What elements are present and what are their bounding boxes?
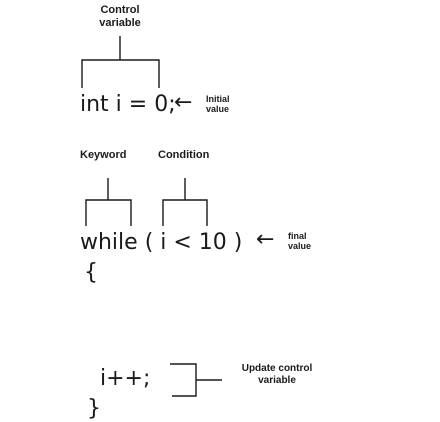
while-statement: while ( i < 10 )	[80, 230, 243, 255]
control-variable-bracket	[81, 36, 160, 88]
open-brace: {	[84, 260, 98, 285]
initial-value-arrow: ←	[174, 90, 193, 115]
keyword-bracket	[85, 178, 132, 226]
close-brace: }	[87, 396, 101, 421]
final-value-arrow: ←	[256, 227, 275, 252]
update-bracket	[170, 363, 222, 397]
keyword-label: Keyword	[80, 149, 127, 161]
update-control-label: Update control variable	[241, 363, 313, 386]
condition-bracket	[162, 178, 208, 226]
init-statement: int i = 0;	[80, 92, 176, 117]
control-variable-label: Control variable	[99, 4, 141, 29]
final-value-label: final value	[288, 231, 312, 251]
initial-value-label: Initial value	[206, 94, 230, 114]
increment-statement: i++;	[100, 366, 151, 391]
condition-label: Condition	[158, 149, 210, 161]
